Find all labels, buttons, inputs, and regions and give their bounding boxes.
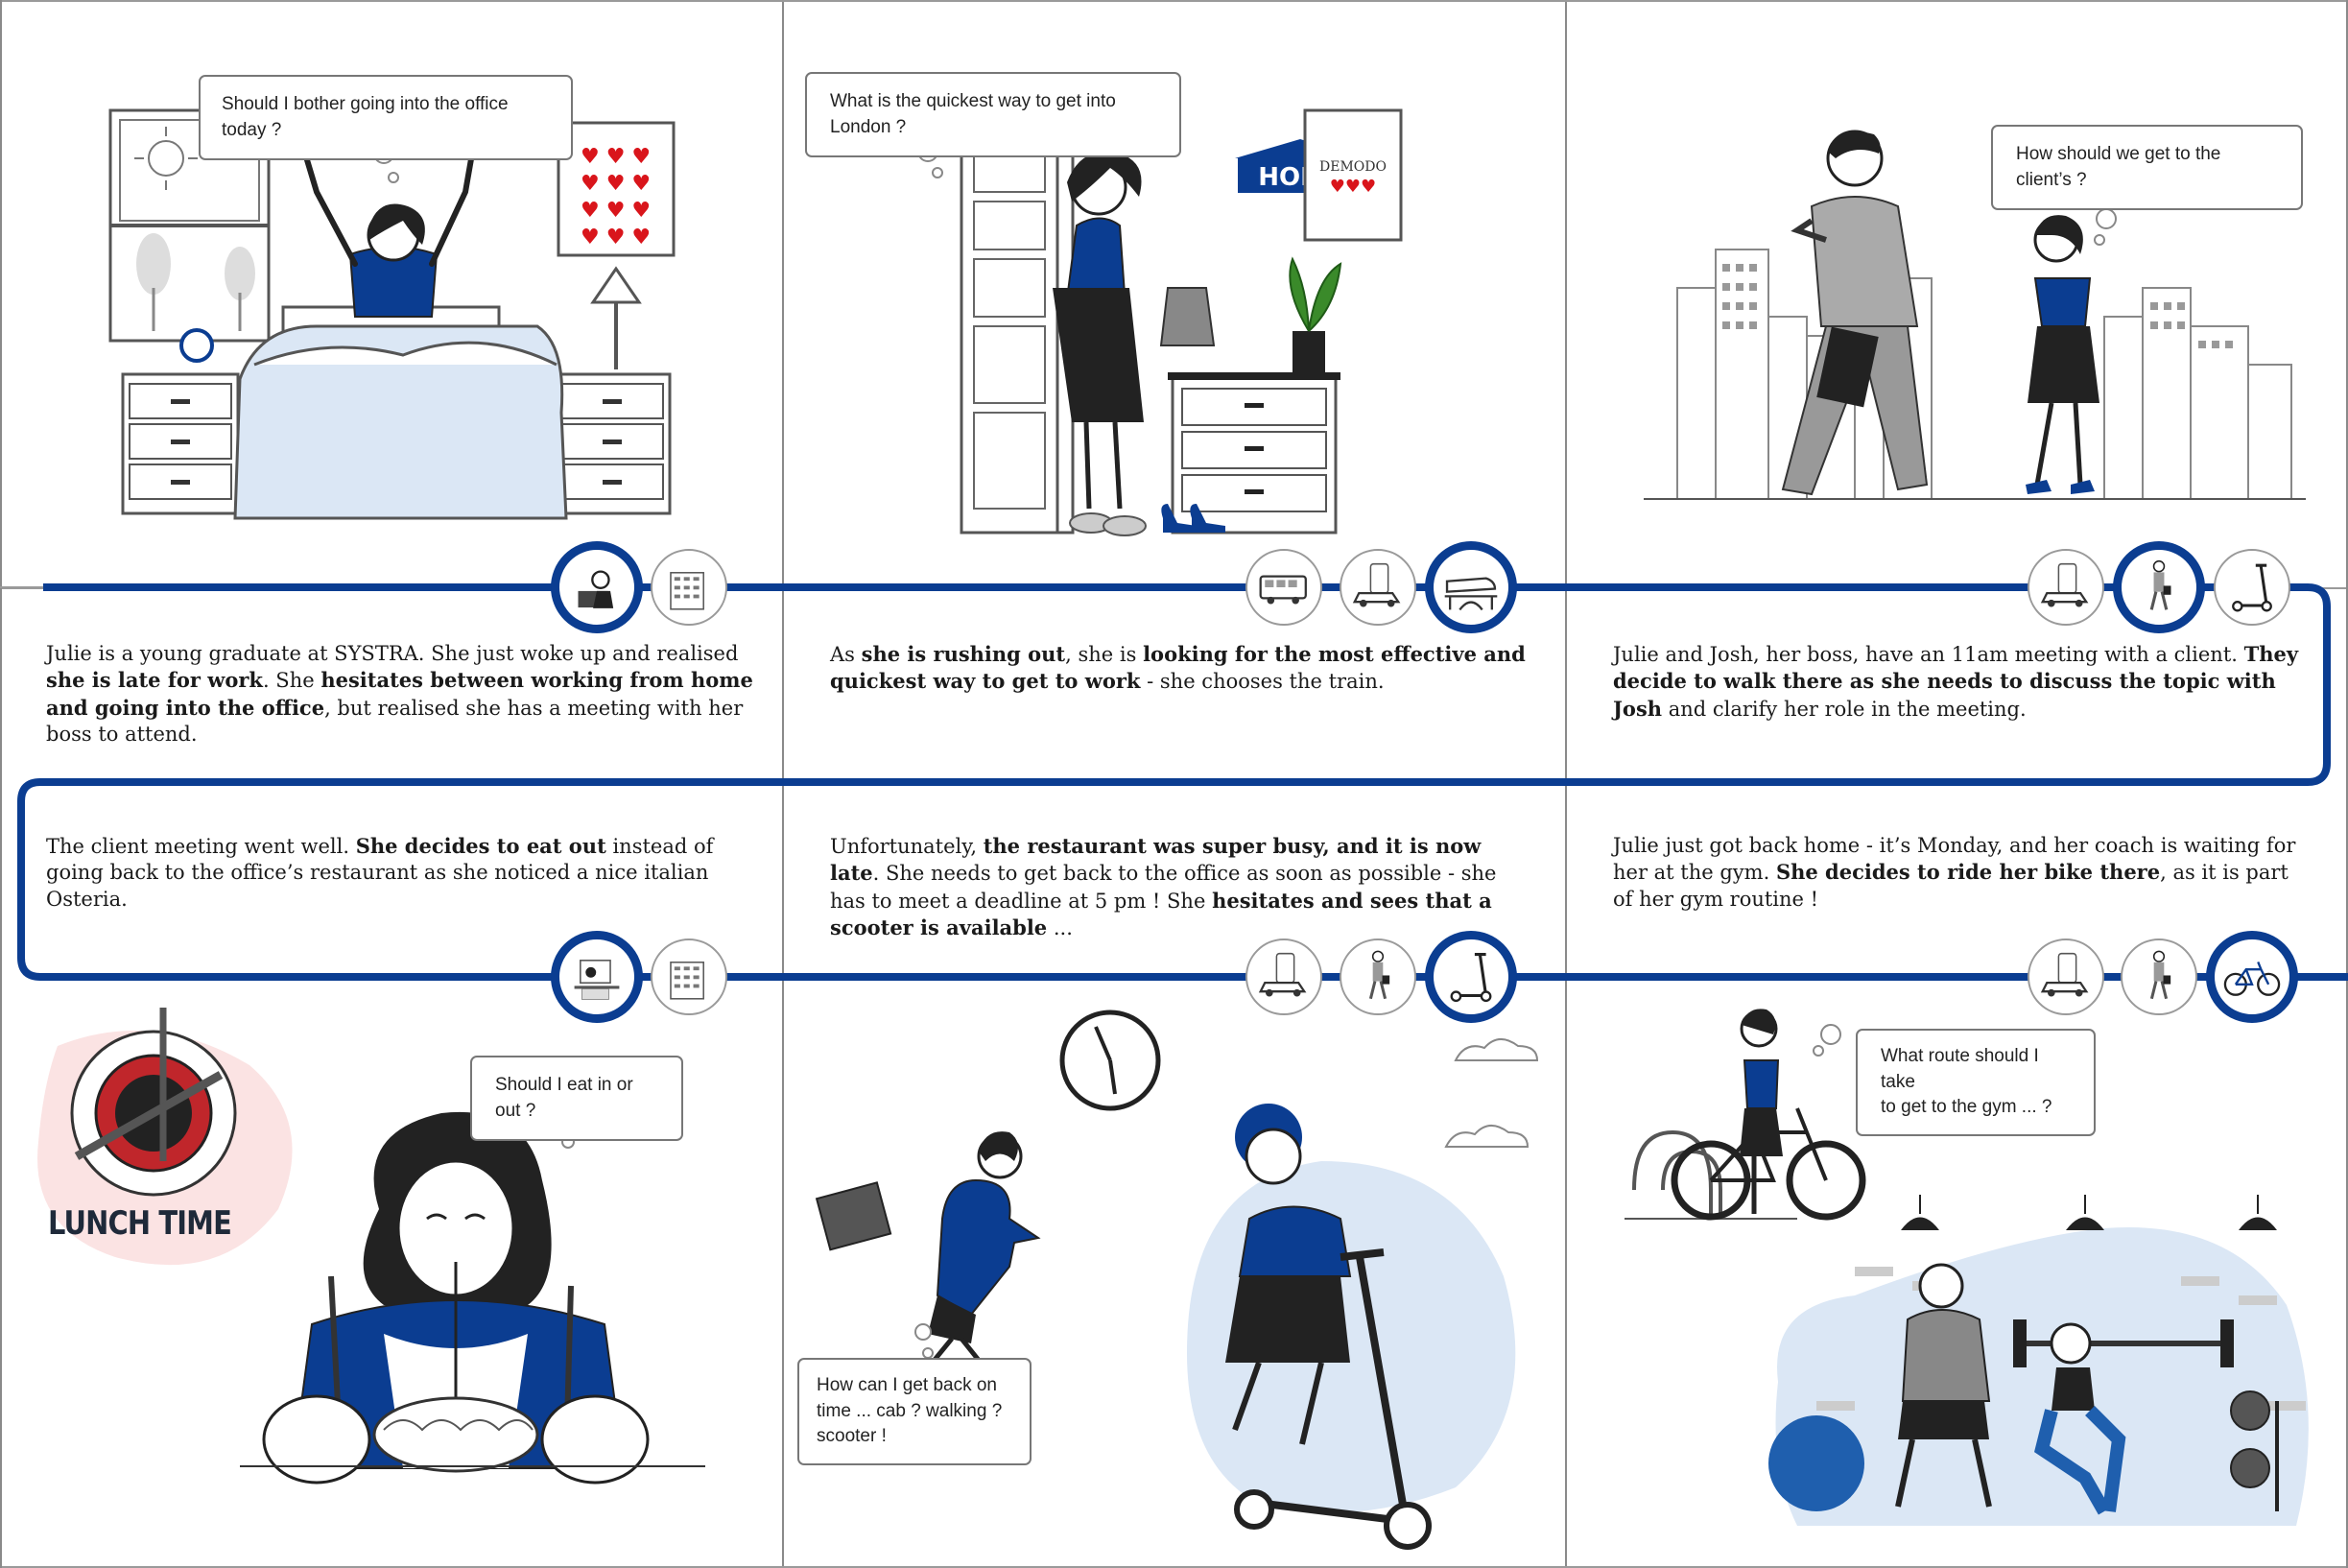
knife-icon <box>74 1071 224 1160</box>
taxi-app-icon <box>1340 549 1416 626</box>
scene-scooter: How can I get back on time ... cab ? wal… <box>784 988 1565 1564</box>
story-text-4: The client meeting went well. She decide… <box>46 834 714 911</box>
plant-pot <box>1293 331 1325 374</box>
speech-bubble: What is the quickest way to get into Lon… <box>805 72 1181 158</box>
top-border <box>0 0 2348 2</box>
taxi-app-icon <box>2028 549 2104 626</box>
scene-city-walk: How should we get to the client’s ? <box>1567 0 2346 537</box>
walking-icon <box>2121 938 2197 1015</box>
left-border <box>0 0 2 1568</box>
briefcase <box>815 1181 892 1251</box>
bottom-border <box>0 1566 2348 1568</box>
handbag <box>1159 287 1216 346</box>
svg-text:♥♥♥: ♥♥♥ <box>1330 177 1376 197</box>
right-border <box>2346 0 2348 1568</box>
hearts-poster: ♥ ♥ ♥ ♥ ♥ ♥ ♥ ♥ ♥ ♥ ♥ ♥ <box>581 145 651 249</box>
bed-blanket <box>233 324 568 520</box>
exercise-ball <box>1768 1415 1864 1511</box>
restaurant-icon <box>551 931 643 1023</box>
taxi-app-icon <box>1245 938 1322 1015</box>
speech-bubble: Should I bother going into the office to… <box>199 75 573 161</box>
walking-icon <box>2113 541 2205 633</box>
sun-icon <box>148 140 184 177</box>
lamp <box>590 266 642 304</box>
story-text-6: Julie just got back home - it’s Monday, … <box>1613 834 2296 911</box>
story-text-2: As she is rushing out, she is looking fo… <box>830 642 1526 694</box>
speech-bubble: How should we get to the client’s ? <box>1991 125 2303 211</box>
svg-text:♥ ♥ ♥: ♥ ♥ ♥ <box>581 145 651 169</box>
scene-gym: What route should I take to get to the g… <box>1567 988 2346 1564</box>
speech-bubble: Should I eat in or out ? <box>470 1056 683 1142</box>
train-icon <box>1425 541 1517 633</box>
woman-squat <box>2050 1322 2092 1365</box>
svg-text:♥ ♥ ♥: ♥ ♥ ♥ <box>581 199 651 223</box>
coach <box>1918 1263 1964 1309</box>
spaghetti-plate <box>372 1396 539 1473</box>
speech-bubble: What route should I take to get to the g… <box>1856 1029 2096 1136</box>
scooter-icon <box>2214 549 2290 626</box>
briefcase <box>1816 326 1879 408</box>
scooter-icon <box>1356 1256 1410 1522</box>
bedroom-illustration: ♥ ♥ ♥ ♥ ♥ ♥ ♥ ♥ ♥ ♥ ♥ ♥ <box>108 108 676 520</box>
city-skyline <box>1676 249 2292 500</box>
lunch-time-label: LUNCH TIME <box>48 1204 232 1243</box>
city-walk-illustration <box>1644 130 2306 500</box>
home-office-icon <box>551 541 643 633</box>
story-text-1: Julie is a young graduate at SYSTRA. She… <box>46 642 753 746</box>
ceiling-lamps <box>1901 1195 2277 1230</box>
taxi-app-icon <box>2028 938 2104 1015</box>
svg-text:♥ ♥ ♥: ♥ ♥ ♥ <box>581 172 651 196</box>
walking-icon <box>1340 938 1416 1015</box>
hallway-illustration: HOME DEMODO ♥♥♥ <box>917 108 1403 536</box>
scooter-icon <box>1425 931 1517 1023</box>
speech-bubble: How can I get back on time ... cab ? wal… <box>797 1358 1032 1465</box>
lunch-illustration <box>37 1008 705 1485</box>
office-building-icon <box>651 549 727 626</box>
bus-icon <box>1245 549 1322 626</box>
woman-running <box>936 1178 1041 1317</box>
story-text-3: Julie and Josh, her boss, have an 11am m… <box>1613 642 2299 721</box>
alarm-clock-icon <box>179 328 214 363</box>
story-text-5: Unfortunately, the restaurant was super … <box>830 834 1497 939</box>
bicycle-icon <box>2206 931 2298 1023</box>
gym-illustration <box>1625 1009 2309 1526</box>
office-building-icon <box>651 938 727 1015</box>
scene-hallway: HOME DEMODO ♥♥♥ What is the quickest way… <box>784 0 1565 537</box>
svg-text:♥ ♥ ♥: ♥ ♥ ♥ <box>581 226 651 249</box>
scene-bedroom: ♥ ♥ ♥ ♥ ♥ ♥ ♥ ♥ ♥ ♥ ♥ ♥ Should I bother … <box>0 0 782 537</box>
poster-label: DEMODO <box>1319 159 1387 175</box>
bike-rack <box>1632 1129 1713 1219</box>
scooter-illustration <box>815 1010 1539 1550</box>
scene-lunch: Should I eat in or out ? <box>0 988 782 1564</box>
